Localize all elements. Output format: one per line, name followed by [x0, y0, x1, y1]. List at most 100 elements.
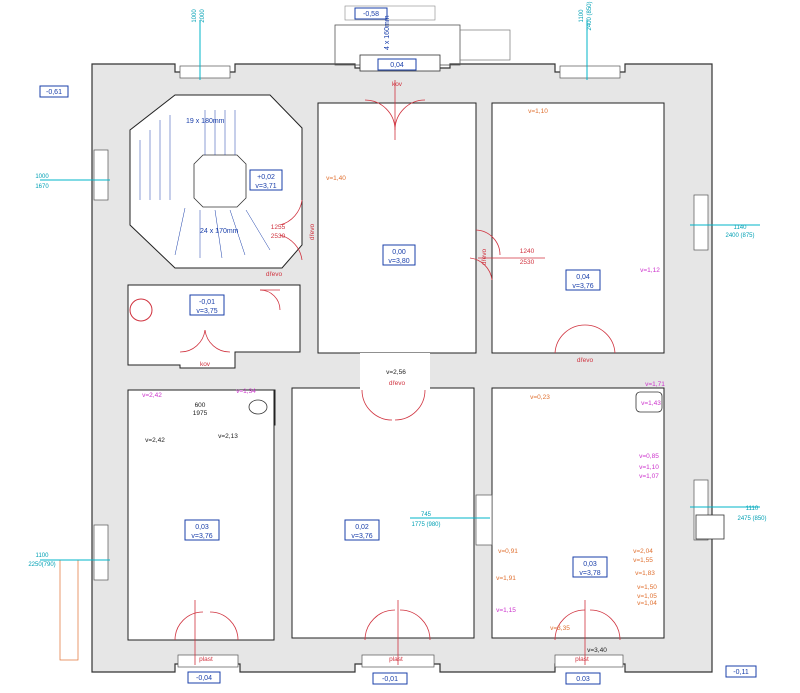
room-sc — [291, 387, 475, 639]
sw-level: 0,03 — [195, 524, 209, 531]
level-entry: 0,04 — [390, 62, 404, 69]
level-bot-left: -0,04 — [196, 675, 212, 682]
toilet-fixture — [248, 399, 268, 415]
door-swings — [174, 80, 621, 665]
cyan-top-left-b: 2000 — [200, 9, 206, 23]
stair-height: v=3,71 — [255, 183, 276, 190]
room-hall — [317, 102, 477, 354]
v-bot: v=3,40 — [587, 647, 607, 654]
cyan-left-b-b: 2250(790) — [28, 562, 55, 568]
passage — [360, 353, 430, 389]
se-height: v=3,78 — [579, 570, 600, 577]
cyan-left-a-b: 1670 — [35, 184, 49, 190]
wc-600: 600 — [195, 402, 206, 409]
cyan-top-right-b: 2400 (850) — [587, 1, 593, 30]
cyan-left-b: 1100 — [36, 553, 50, 559]
room-tag-boxes — [184, 169, 608, 578]
v-small: v=2,13 — [218, 433, 238, 440]
stair-level: +0,02 — [257, 174, 275, 181]
door-1240: 1240 — [520, 248, 535, 255]
sink-fixture — [635, 391, 663, 413]
cyan-mid: 745 — [421, 512, 432, 518]
door-drevo-a: dřevo — [309, 223, 316, 240]
door-plast-c: plast — [575, 656, 589, 663]
cyan-left-a: 1000 — [35, 174, 49, 180]
h-11: v=1,55 — [633, 557, 653, 564]
exterior-box — [695, 514, 725, 540]
door-2530b: 2530 — [520, 259, 535, 266]
level-bot-mid: -0,01 — [382, 676, 398, 683]
h-10: v=2,04 — [633, 548, 653, 555]
h-14: v=1,05 — [637, 593, 657, 600]
room-small — [127, 284, 301, 369]
ne-height: v=3,76 — [572, 283, 593, 290]
room-se — [491, 387, 665, 639]
v-sw2: v=2,42 — [145, 437, 165, 444]
hall-height: v=3,80 — [388, 258, 409, 265]
door-kov-top: kov — [392, 81, 403, 88]
stair-treads — [139, 110, 271, 259]
entry-step — [344, 5, 436, 21]
se-level: 0,03 — [583, 561, 597, 568]
h-3: v=1,12 — [640, 267, 660, 274]
h-4: v=0,23 — [530, 394, 550, 401]
cyan-right-a: 1140 — [734, 225, 748, 231]
small-level: -0,01 — [199, 299, 215, 306]
door-drevo-b: dřevo — [266, 271, 283, 278]
door-1255: 1255 — [271, 224, 286, 231]
door-plast-b: plast — [389, 656, 403, 663]
h-8: v=1,10 — [639, 464, 659, 471]
level-bot-right: 0.03 — [576, 676, 590, 683]
h-15: v=1,04 — [637, 600, 657, 607]
h-13: v=1,50 — [637, 584, 657, 591]
stair-top-label: 4 x 160mm — [384, 15, 391, 50]
cyan-right-a-b: 2400 (875) — [725, 233, 754, 239]
h-7: v=0,85 — [639, 453, 659, 460]
sc-height: v=3,76 — [351, 533, 372, 540]
sc-level: 0,02 — [355, 524, 369, 531]
level-top: -0,58 — [363, 11, 379, 18]
h-9: v=1,07 — [639, 473, 659, 480]
stair-upper-label: 19 x 180mm — [186, 118, 225, 125]
wc-1975: 1975 — [193, 410, 208, 417]
door-drevo-e: dřevo — [389, 380, 406, 387]
exterior-planter — [59, 559, 79, 661]
door-drevo-c: dřevo — [481, 248, 488, 265]
room-ne — [491, 102, 665, 354]
h-16: v=0,91 — [498, 548, 518, 555]
door-plast-a: plast — [199, 656, 213, 663]
h-6: v=1,43 — [641, 400, 661, 407]
h-5: v=1,71 — [645, 381, 665, 388]
door-drevo-d: dřevo — [577, 357, 594, 364]
stair-core — [193, 154, 247, 208]
room-sw — [127, 389, 275, 641]
h-17: v=1,91 — [496, 575, 516, 582]
h-19: v=3,35 — [550, 625, 570, 632]
h-18: v=1,15 — [496, 607, 516, 614]
boiler-fixture — [129, 298, 153, 322]
hall-level: 0,00 — [392, 249, 406, 256]
cyan-dimension-lines — [40, 20, 760, 561]
h-2: v=1,10 — [528, 108, 548, 115]
cyan-mid-b: 1775 (980) — [411, 522, 440, 528]
cyan-right-b-b: 2475 (850) — [737, 516, 766, 522]
cyan-top-left: 1000 — [192, 9, 198, 23]
v-hall: v=2,56 — [386, 369, 406, 376]
v-wc: v=1,34 — [236, 388, 256, 395]
cyan-right-b: 1110 — [746, 506, 759, 512]
level-se-corner: -0,11 — [733, 669, 749, 676]
door-2530: 2530 — [271, 233, 286, 240]
v-sw: v=2,42 — [142, 392, 162, 399]
sw-height: v=3,76 — [191, 533, 212, 540]
level-nw: -0,61 — [46, 89, 62, 96]
ne-level: 0,04 — [576, 274, 590, 281]
cyan-top-right: 1100 — [579, 9, 585, 23]
stair-lower-label: 24 x 170mm — [200, 228, 239, 235]
annex-block — [459, 29, 511, 61]
h-1: v=1,40 — [326, 175, 346, 182]
level-boxes — [39, 7, 757, 685]
small-height: v=3,75 — [196, 308, 217, 315]
h-12: v=1,83 — [635, 570, 655, 577]
door-kov-small: kov — [200, 361, 211, 368]
